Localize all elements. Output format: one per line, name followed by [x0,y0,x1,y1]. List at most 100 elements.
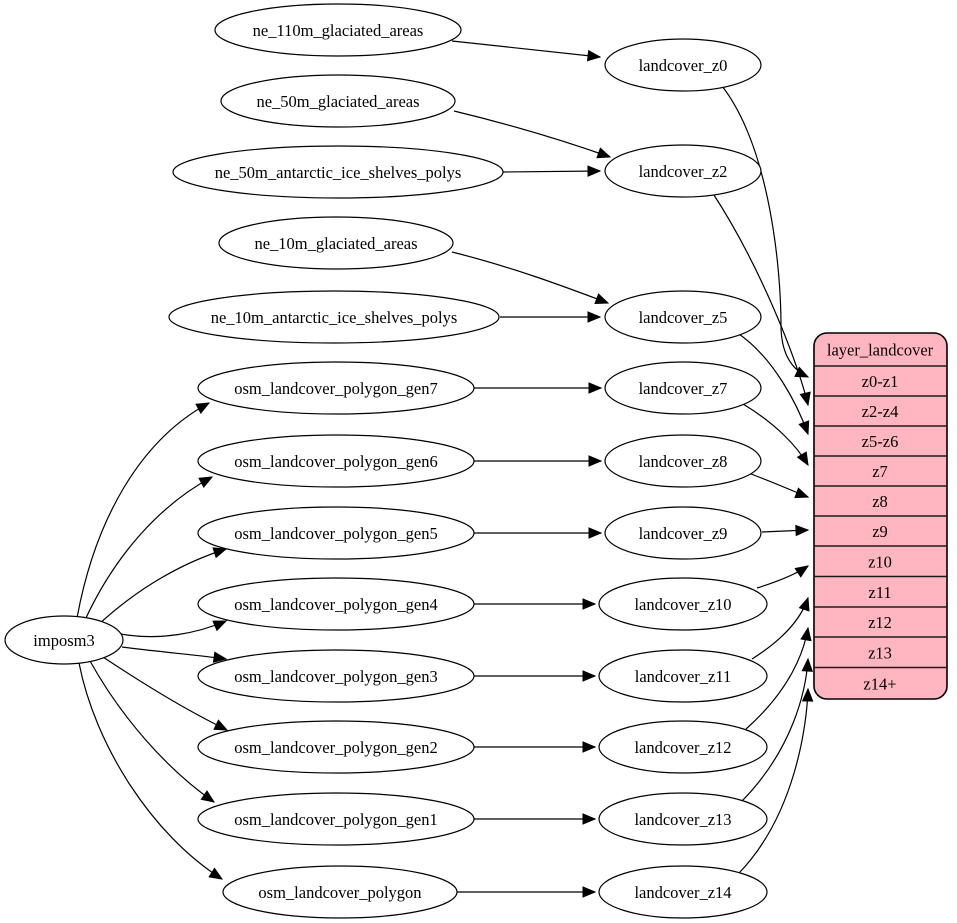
imposm3-ellipse [4,615,124,665]
source-label: osm_landcover_polygon_gen5 [234,524,437,543]
source-label: osm_landcover_polygon_gen7 [234,379,437,398]
edge-z0-to-row-z0-z1 [721,85,808,377]
node-osm-landcover-polygon-gen7: osm_landcover_polygon_gen7 [197,361,475,415]
stage-ellipse [604,361,762,415]
node-landcover-z0: landcover_z0 [604,38,762,92]
edge-z14-to-row-z14plus [738,689,808,874]
table-row-z0-z1: z0-z1 [862,372,899,391]
source-ellipse [197,720,475,774]
stage-label: landcover_z14 [634,883,731,902]
table-row-z9: z9 [872,522,888,541]
edge-z11-to-row-z11 [751,598,808,660]
stage-label: landcover_z10 [634,595,731,614]
source-ellipse [197,506,475,560]
source-ellipse [197,434,475,488]
edge-z9-to-row-z9 [761,530,808,532]
imposm3-label: imposm3 [33,631,94,650]
source-label: osm_landcover_polygon_gen3 [234,667,437,686]
source-ellipse [197,361,475,415]
source-label: ne_50m_antarctic_ice_shelves_polys [215,163,462,182]
node-ne-10m-glaciated-areas: ne_10m_glaciated_areas [218,216,454,270]
table-layer-landcover: layer_landcover z0-z1 z2-z4 z5-z6 z7 z8 … [813,332,948,700]
source-ellipse [222,865,458,919]
stage-ellipse [604,290,762,344]
edge-imposm3-to-gen4 [120,620,226,638]
stage-ellipse [598,720,768,774]
edge-ne110-to-z0 [451,40,600,57]
edge-z7-to-row-z7 [742,403,808,465]
node-osm-landcover-polygon-gen2: osm_landcover_polygon_gen2 [197,720,475,774]
source-label: osm_landcover_polygon_gen2 [234,738,437,757]
edge-z13-to-row-z13 [741,659,808,802]
node-osm-landcover-polygon: osm_landcover_polygon [222,865,458,919]
edge-z10-to-row-z10 [756,566,808,589]
source-label: osm_landcover_polygon [258,883,421,902]
table-row-z7: z7 [872,462,888,481]
edges-stage-to-table [711,85,808,874]
stage-ellipse [604,506,762,560]
node-imposm3: imposm3 [4,615,124,665]
node-ne-50m-antarctic-ice-shelves-polys: ne_50m_antarctic_ice_shelves_polys [172,145,504,199]
node-landcover-z10: landcover_z10 [598,577,768,631]
source-label: ne_50m_glaciated_areas [256,92,419,111]
edge-imposm3-to-gen3 [121,646,226,659]
source-label: ne_10m_glaciated_areas [254,234,417,253]
stage-label: landcover_z2 [639,162,728,181]
stage-label: landcover_z8 [639,452,728,471]
stage-label: landcover_z9 [639,524,728,543]
source-label: osm_landcover_polygon_gen4 [234,595,437,614]
source-ellipse [197,577,475,631]
node-ne-110m-glaciated-areas: ne_110m_glaciated_areas [214,3,462,57]
node-landcover-z13: landcover_z13 [598,792,768,846]
table-title: layer_landcover [827,340,934,359]
node-osm-landcover-polygon-gen1: osm_landcover_polygon_gen1 [197,792,475,846]
table-row-z13: z13 [868,643,892,662]
node-landcover-z7: landcover_z7 [604,361,762,415]
edge-z5-to-row-z5-z6 [735,331,808,434]
source-ellipse [197,792,475,846]
edge-ne10g-to-z5 [451,251,608,303]
stage-ellipse [598,577,768,631]
node-ne-50m-glaciated-areas: ne_50m_glaciated_areas [220,74,456,128]
table-row-z14plus: z14+ [863,674,896,693]
table-row-z8: z8 [872,492,888,511]
node-landcover-z12: landcover_z12 [598,720,768,774]
table-row-z12: z12 [868,613,892,632]
source-ellipse [197,649,475,703]
stage-label: landcover_z0 [639,56,728,75]
table-row-z11: z11 [868,583,891,602]
source-label: ne_110m_glaciated_areas [253,21,424,40]
edge-imposm3-to-gen2 [102,656,227,730]
source-label: osm_landcover_polygon_gen1 [234,810,437,829]
edge-z8-to-row-z8 [750,473,808,497]
stage-label: landcover_z13 [634,810,731,829]
edge-ne50g-to-z2 [453,110,610,157]
stage-ellipse [604,144,762,198]
edge-imposm3-to-gen1 [89,660,214,802]
source-label: ne_10m_antarctic_ice_shelves_polys [211,308,458,327]
node-osm-landcover-polygon-gen4: osm_landcover_polygon_gen4 [197,577,475,631]
stage-ellipse [604,434,762,488]
edge-z12-to-row-z12 [745,628,808,730]
node-ne-10m-antarctic-ice-shelves-polys: ne_10m_antarctic_ice_shelves_polys [168,290,500,344]
source-ellipse [214,3,462,57]
node-landcover-z5: landcover_z5 [604,290,762,344]
node-osm-landcover-polygon-gen3: osm_landcover_polygon_gen3 [197,649,475,703]
source-ellipse [172,145,504,199]
stage-label: landcover_z11 [635,667,732,686]
stage-label: landcover_z5 [639,308,728,327]
source-label: osm_landcover_polygon_gen6 [234,452,437,471]
table-row-z10: z10 [868,552,892,571]
edge-z2-to-row-z2-z4 [711,191,808,405]
edge-imposm3-to-gen6 [84,477,212,621]
edge-ne50a-to-z2 [502,171,600,172]
stage-ellipse [598,865,768,919]
stage-ellipse [598,649,768,703]
stage-ellipse [598,792,768,846]
stage-ellipse [604,38,762,92]
edge-imposm3-to-polygon [78,662,222,879]
node-landcover-z9: landcover_z9 [604,506,762,560]
node-landcover-z2: landcover_z2 [604,144,762,198]
